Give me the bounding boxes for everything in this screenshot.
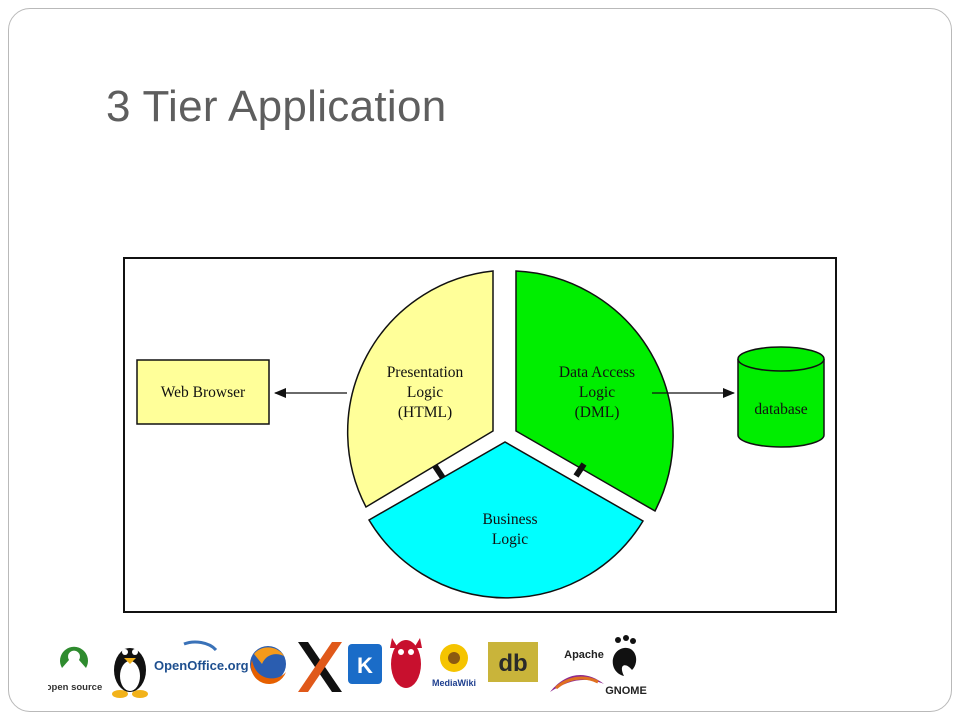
database-cylinder xyxy=(737,346,825,448)
openoffice-text: OpenOffice.org xyxy=(154,658,249,673)
apache-logo: Apache xyxy=(550,649,604,692)
three-tier-diagram: Web Browser database Presentation Logic … xyxy=(123,257,837,613)
kde-logo: K xyxy=(348,644,382,684)
data-access-label-line2: Logic xyxy=(579,384,615,401)
web-browser-box xyxy=(136,359,270,425)
presentation-business-connector xyxy=(432,464,446,480)
openoffice-logo: OpenOffice.org xyxy=(154,640,249,673)
business-data-connector xyxy=(573,462,587,478)
apache-text: Apache xyxy=(564,649,604,661)
linux-tux-logo xyxy=(112,648,148,698)
gnome-text: GNOME xyxy=(605,685,647,697)
logo-strip-svg: open source OpenOffice.org xyxy=(48,635,647,698)
mediawiki-text: MediaWiki xyxy=(432,678,476,688)
presentation-logic-sector xyxy=(346,270,494,509)
presentation-label-line2: Logic xyxy=(407,384,443,401)
svg-text:K: K xyxy=(357,653,373,678)
diagram-svg: Web Browser database Presentation Logic … xyxy=(136,270,825,599)
business-label-line2: Logic xyxy=(492,531,528,548)
data-access-logic-sector xyxy=(515,270,674,513)
gnome-logo: GNOME xyxy=(605,635,647,697)
svg-text:db: db xyxy=(498,650,527,677)
data-access-label-line1: Data Access xyxy=(559,364,635,381)
database-label: database xyxy=(754,401,807,418)
db-logo: db xyxy=(488,642,538,682)
mediawiki-logo: MediaWiki xyxy=(432,644,476,688)
business-label-line1: Business xyxy=(482,511,537,528)
firefox-logo xyxy=(250,646,286,685)
slide-title: 3 Tier Application xyxy=(106,82,447,131)
open-source-text: open source xyxy=(48,682,102,693)
presentation-label-line1: Presentation xyxy=(387,364,464,381)
data-access-label-line3: (DML) xyxy=(575,404,620,421)
business-logic-sector xyxy=(367,441,645,599)
presentation-label-line3: (HTML) xyxy=(398,404,452,421)
x-window-logo xyxy=(298,642,342,692)
web-browser-label: Web Browser xyxy=(161,384,246,401)
open-source-logo: open source xyxy=(48,646,102,693)
freebsd-daemon-logo xyxy=(390,638,422,688)
open-source-logo-strip: open source OpenOffice.org xyxy=(48,630,658,700)
